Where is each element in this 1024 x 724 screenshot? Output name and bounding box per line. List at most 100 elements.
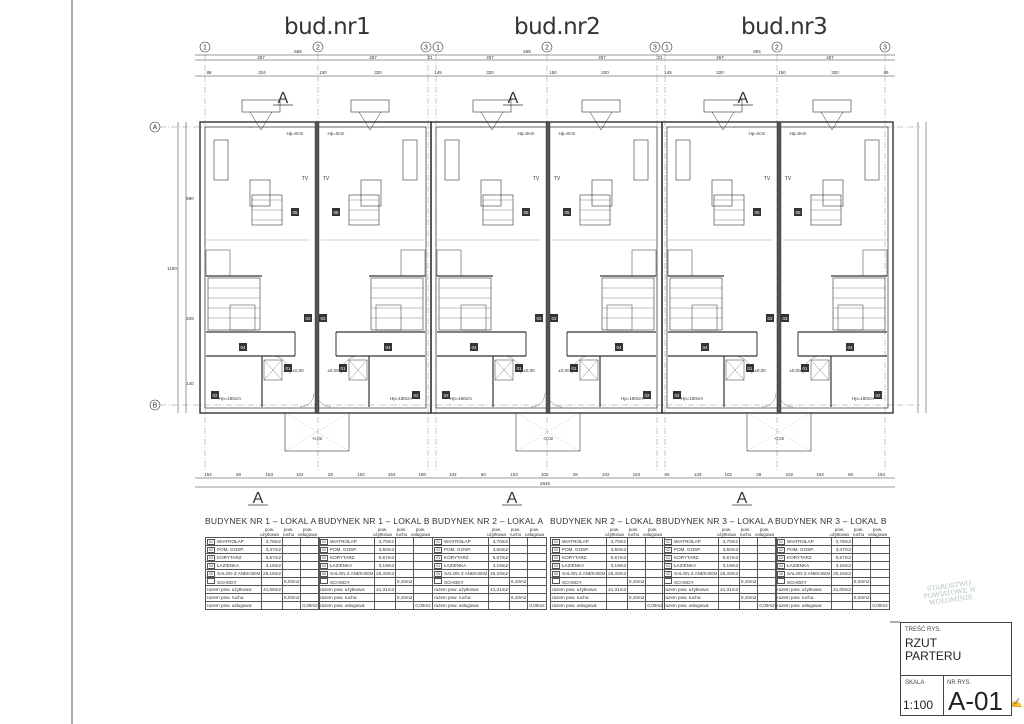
level-text: -0,02 [543,436,554,441]
room-code: 01 [777,538,785,545]
sofa [675,139,691,181]
number-label: NR RYS. [947,680,972,686]
kitchen-counter [667,249,693,277]
column-header: pow. usługowa [525,527,545,537]
room-code: 02 [434,546,442,553]
move-area: 6,10m2 [739,577,759,586]
table-row: razem pow. usługowa:0,00m2 [204,601,320,610]
room-tag: 03 [536,316,542,321]
table-row: razem pow. ruchu:6,10m2 [317,593,433,602]
room-tag: 01 [516,366,522,371]
room-tag-bg [874,391,882,399]
height-note: Hp=0cm [749,131,766,136]
sofa [864,139,880,181]
table-row: razem pow. usługowa:0,00m2 [431,601,547,610]
column-header: pow. ruchu [509,527,522,537]
column-header: pow. użytkowa [717,527,736,537]
use-area: 25,33m2 [374,569,397,578]
column-header: pow. usługowa [298,527,318,537]
stair-landing [606,304,633,331]
axis-marker [432,41,444,53]
dimension-text: 558 [523,49,531,54]
room-tag-bg [384,343,392,351]
room-code: 02 [320,546,328,553]
dimension-text: 60 [481,472,487,477]
table-title: BUDYNEK NR 2 – LOKAL B [550,516,662,526]
room-code: 03 [777,554,785,561]
building-label-1: bud.nr1 [284,14,371,40]
dimension-text: 60 [236,472,242,477]
closet-line [494,359,514,381]
level-text: ±0,00 [327,368,339,373]
room-tag: 01 [571,366,577,371]
dimension-text: 153 [510,472,518,477]
stairs [669,277,723,331]
room-tag: 02 [644,393,650,398]
closet-line [263,359,283,381]
table-title: BUDYNEK NR 2 – LOKAL A [432,516,544,526]
dimension-text: 102 [602,472,610,477]
window-line [491,111,504,131]
use-area: 5,57m2 [718,553,741,562]
window-line [831,111,844,131]
height-note: Hp=0cm [287,131,304,136]
closet-line [725,359,745,381]
room-tag: 05 [754,210,760,215]
room-tag: 05 [564,210,570,215]
stair-landing [837,304,864,331]
dimension-text: 140 [186,381,194,386]
room-tag-bg [239,343,247,351]
dimension-text: 102 [786,472,794,477]
room-name: POM. GOSP. [217,546,244,552]
room-code: 05 [434,570,442,577]
room-tag: 03 [551,316,557,321]
room-tag-bg [563,208,571,216]
room-name: ŁAZIENKA [444,562,467,568]
scale-value: 1:100 [903,698,934,712]
scale-label: SKALA [905,680,925,686]
dimension-text: 145 [664,70,672,75]
table-title: BUDYNEK NR 3 – LOKAL A [662,516,774,526]
dimension-text: 320 [716,70,724,75]
dimension-text: 1180 [167,266,177,271]
room-code: 03 [320,554,328,561]
axis-marker [541,41,553,53]
kitchen-counter [862,249,888,277]
drawing-number: A-01 [948,686,1003,716]
tv-label: TV [785,176,792,182]
axis-label: 2 [545,45,549,52]
dimension-text: 154 [877,472,885,477]
closet [579,359,599,381]
stair-landing [229,304,256,331]
dimension-text: 154 [204,472,212,477]
axis-label: 2 [316,45,320,52]
dimension-text: 457 [257,55,265,60]
use-area: 3,19m2 [374,561,397,570]
dimension-text: 180 [418,472,426,477]
use-area: 3,16m2 [261,561,284,570]
axis-marker [149,399,161,411]
dimension-text: 102 [296,472,304,477]
dimension-text: 320 [486,70,494,75]
room-code: 05 [552,570,560,577]
use-area: 5,57m2 [606,553,629,562]
room-name: WIATROŁAP [674,538,701,544]
axis-marker [879,41,891,53]
dimension-text: 150 [778,70,786,75]
dimension-text: 320 [831,70,839,75]
use-area: 3,70m2 [606,537,629,546]
